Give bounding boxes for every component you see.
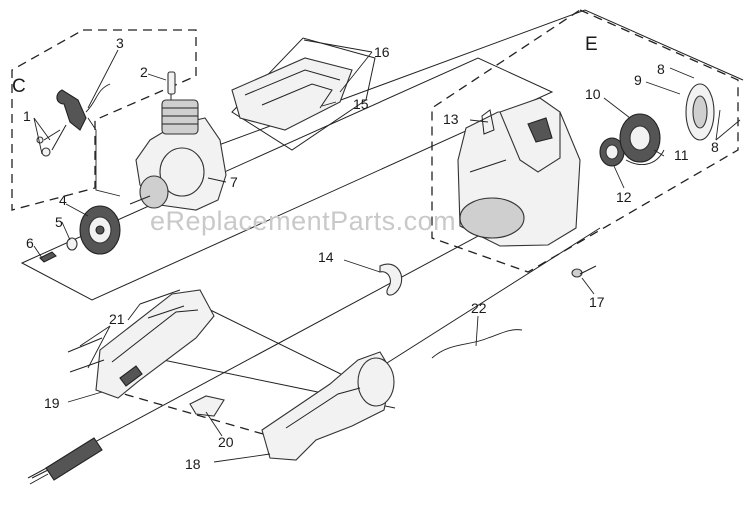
hose-clamp [379,263,403,296]
spark-plug [167,71,176,102]
callout-8-right: 8 [711,139,719,155]
handle-housing-right [261,351,395,461]
callout-15: 15 [353,96,369,112]
callout-20: 20 [218,434,234,450]
callout-6: 6 [26,235,34,251]
group-e-outline [431,9,739,273]
frame-boom-bottom [189,227,601,383]
starter-ring [685,83,715,141]
callout-14: 14 [318,249,334,265]
callout-19: 19 [44,395,60,411]
group-c-outline [11,29,197,211]
engine-shroud-part [231,57,353,131]
nut [39,251,57,263]
watermark-text: eReplacementParts.com [150,206,456,236]
washer [66,237,78,251]
trigger-bracket [189,395,225,417]
frame-handle-dashed [95,385,271,437]
frame-shroud [231,37,376,151]
callout-22: 22 [471,300,487,316]
callout-13: 13 [443,111,459,127]
flywheel [79,205,121,255]
callout-5: 5 [55,214,63,230]
callout-21: 21 [109,311,125,327]
callout-2: 2 [140,64,148,80]
callout-labels: 1 2 3 4 5 6 7 8 8 9 10 11 12 13 14 15 16… [23,35,719,472]
ignition-module [36,83,121,197]
group-label-c: C [12,76,26,97]
engine-block [129,99,227,211]
callout-8-top: 8 [657,61,665,77]
leader-lines [33,39,741,463]
mounting-screw [571,265,597,278]
throttle-cable [431,329,523,359]
callout-4: 4 [59,192,67,208]
callout-17: 17 [589,294,605,310]
recoil-spring-assembly [619,113,665,166]
callout-16: 16 [374,44,390,60]
callout-1: 1 [23,108,31,124]
callout-10: 10 [585,86,601,102]
callout-18: 18 [185,456,201,472]
group-label-e: E [585,34,598,55]
fan-housing [457,97,581,247]
boom-tube [29,437,103,485]
frame-engine [20,57,554,301]
callout-11: 11 [674,147,689,163]
boom-axis [27,191,561,479]
callout-7: 7 [230,174,238,190]
handle-housing-left [67,289,215,399]
callout-9: 9 [634,72,642,88]
callout-12: 12 [616,189,632,205]
starter-pulley [599,137,625,167]
callout-3: 3 [116,35,124,51]
